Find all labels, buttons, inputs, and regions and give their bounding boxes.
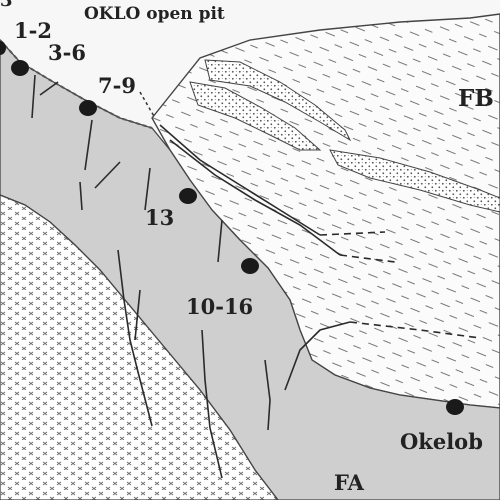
formation-label-fb: FB — [458, 85, 494, 112]
sample-points — [0, 41, 464, 415]
formation-label-fa: FA — [334, 470, 364, 495]
sample-dot-1-2 — [11, 60, 29, 76]
dashed-fault-lines — [319, 231, 481, 339]
conglomerate-band-3 — [329, 149, 500, 213]
sample-dot-okelobondo — [446, 399, 464, 415]
sample-label-10-16: 10-16 — [186, 294, 254, 319]
pit-title: OKLO open pit — [84, 4, 225, 24]
sample-dot-3-6 — [79, 100, 97, 116]
basement-formation — [0, 194, 279, 500]
fault-lines — [31, 74, 351, 479]
conglomerate-band-2 — [189, 81, 322, 151]
location-label-okelobondo: Okelob — [400, 429, 483, 454]
sample-label-13: 13 — [145, 205, 175, 230]
sample-dot-13 — [179, 188, 197, 204]
sample-label-7-9: 7-9 — [98, 73, 136, 98]
sample-label-1-2: 1-2 — [14, 18, 52, 43]
sample-label-3: 3 — [0, 0, 13, 11]
sample-dot-3 — [0, 41, 6, 55]
sample-label-3-6: 3-6 — [48, 40, 86, 65]
conglomerate-band-1 — [204, 59, 352, 142]
pit-projection — [139, 91, 156, 119]
sample-dot-10-16 — [241, 258, 259, 274]
pit-surface — [0, 39, 153, 129]
